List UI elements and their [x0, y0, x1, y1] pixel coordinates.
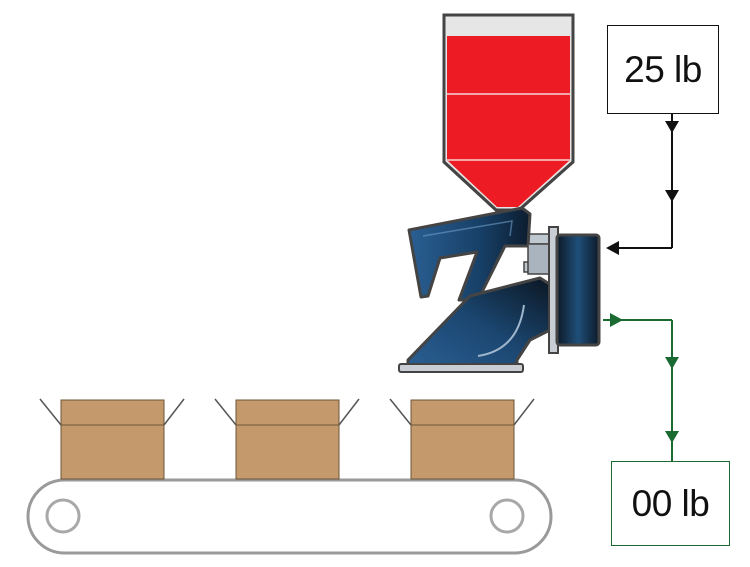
- actual-weight-readout: 00 lb: [611, 461, 730, 546]
- actual-signal-line: [603, 319, 673, 461]
- conveyor-roller-left: [45, 498, 81, 534]
- actual-arrow-1: [665, 357, 679, 369]
- actual-arrow-out: [610, 313, 623, 327]
- hopper: [442, 13, 575, 212]
- setpoint-arrow-2: [665, 190, 679, 202]
- box-1: [39, 398, 185, 480]
- setpoint-value: 25 lb: [624, 48, 702, 90]
- conveyor-belt: [26, 478, 553, 555]
- box-3: [389, 398, 535, 480]
- setpoint-arrow-1: [665, 121, 679, 133]
- actual-arrow-2: [665, 431, 679, 443]
- setpoint-signal-line: [608, 114, 673, 249]
- setpoint-readout: 25 lb: [607, 25, 719, 114]
- conveyor-roller-right: [489, 498, 525, 534]
- box-2: [214, 398, 360, 480]
- hopper-material: [447, 36, 570, 207]
- setpoint-arrow-motor: [606, 241, 619, 255]
- feeder: [398, 206, 601, 373]
- actual-weight-value: 00 lb: [631, 482, 710, 524]
